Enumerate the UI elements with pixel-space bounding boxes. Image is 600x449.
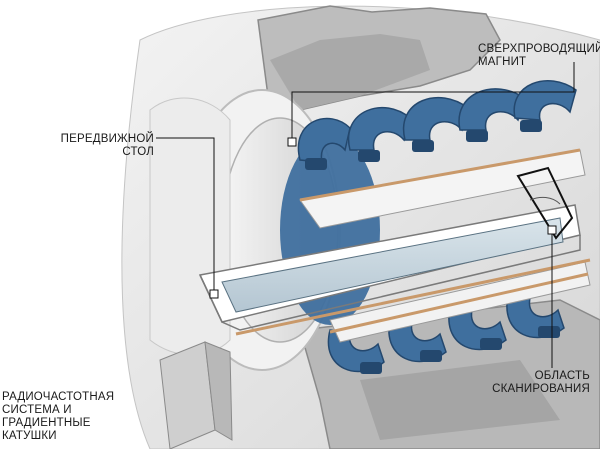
label-line: магнит <box>478 56 527 68</box>
scan-region-box <box>516 166 574 240</box>
movable-table <box>198 204 591 336</box>
label-line: система и <box>2 404 72 416</box>
rf-gradient-tube <box>299 148 591 343</box>
superconducting-coils <box>297 80 577 170</box>
label-line: Область <box>534 370 590 382</box>
table-pedestal <box>159 341 233 449</box>
scan-region-label: Область сканирования <box>486 370 590 396</box>
label-line: сканирования <box>492 383 590 395</box>
label-line: градиентные <box>2 417 91 429</box>
label-line: Радиочастотная <box>2 391 115 403</box>
label-line: Сверхпроводящий <box>478 43 600 55</box>
label-line: катушки <box>2 430 57 442</box>
label-line: стол <box>122 146 154 158</box>
superconducting-magnet-label: Сверхпроводящий магнит <box>478 43 600 69</box>
label-line: Передвижной <box>60 133 154 145</box>
rf-system-label: Радиочастотная система и градиентные кат… <box>2 391 114 443</box>
leader-lines <box>156 62 575 368</box>
movable-table-label: Передвижной стол <box>34 133 154 159</box>
